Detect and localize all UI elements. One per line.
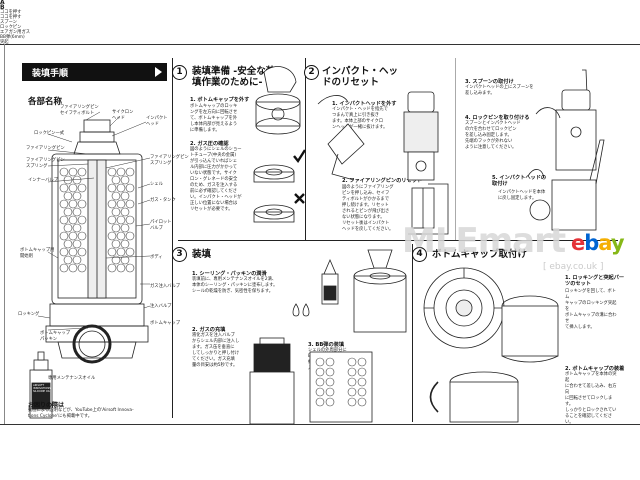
page-title: 装填手順 [32,69,69,79]
section1-label-a: A [0,0,5,6]
section2-step4-title: 4. ロックピンを取り付ける [465,115,530,121]
label-firing-pin-safety: ファイアリングピン セイフティボルト [60,105,99,116]
label-firing-pin-spring-right: ファイアリングピン スプリング [150,155,189,166]
label-gas-inlet: 注入バルブ [150,304,172,309]
section2-number: 2 [304,65,319,80]
label-firing-pin-spring: ファイアリングピン スプリング [26,158,65,169]
section2-spoon-illustration [527,69,605,231]
section1-step2-body: 図のようにシェルのショー トチューブ(中央の金属) が引っ込んでいればシェ ル内… [190,147,242,212]
section2-inner-divider [455,58,456,240]
section2-step4-body: スプーンとインパクトヘッド の穴を合わせてロックピン を差し込み固定します。 先… [465,121,521,150]
section1-title: 装填準備 -安全な装 填作業のために- [192,66,276,88]
label-cyclone-head: サイクロン ヘッド [112,110,134,121]
label-inner-valve: インナーバルブ [28,178,59,183]
ebay-logo-a: a [598,231,611,255]
section3-illustration [249,249,407,424]
page-top-border [0,44,640,45]
oil-bottle-label: AIRSOFT INNOVATIONS SILICONE OIL [33,384,51,393]
section3-step1-body: 装填前に、専用メンテナンスオイルを2滴、 本体のシーリング・パッキンに塗布します… [192,277,278,294]
ebay-logo: ebay [571,231,625,255]
section1-step1-body: ボトムキャップのロッキ ングを左方向に回転させ て、ボトムキャップを外 し本体内… [190,104,238,133]
section1-step1-title: 1. ボトムキャップを外す [190,97,250,103]
label-firing-pin: ファイアリングピン [26,146,65,151]
section3-gas-can-label: エアガン用ガス [0,30,31,35]
section2-spoon-label: スプーン [0,20,17,25]
watermark-text: MLEmart [402,221,566,261]
left-panel-divider [172,58,174,418]
section4-illustration [423,267,559,423]
section4-step1-body: ロッキングを回して、ボトム キャップのロッキング突起を ボトムキャップの溝に合わ… [565,289,617,330]
contact-heading: お困りの際は [28,402,65,409]
section2-illustration-hands [317,91,449,235]
label-maintenance-oil: 専用メンテナンスオイル [48,376,96,381]
section2-step2-title: 2. ファイアリングピンのリセット [342,178,423,184]
title-arrow-icon [155,67,162,77]
section4-number: 4 [412,247,427,262]
section1-illustration [253,66,306,223]
section4-step2-title: 2. ボトムキャップの装着 [565,366,625,372]
section3-bb-label: BB弾(6mm) [0,35,25,40]
section2-title: インパクト・ヘッ ドのリセット [322,66,399,88]
section2-step1-body: インパクト・ヘッドを指先で つまんで真上に引き抜き ます。本体上部のサイクロ ン… [332,107,388,130]
section2-lockpin-label: ロックピン [0,25,22,30]
section3-step1-title: 1. シーリング・パッキンの潤滑 [192,271,267,277]
label-impact-head: インパクト ヘッド [146,116,168,127]
contact-body: 動画による説明などが、YouTube上の'Airsoft Innova- tio… [28,408,134,419]
label-pilot-valve: パイロット バルブ [150,220,172,231]
label-bottom-cap: ボトムキャップ [150,321,181,326]
section2-step1-title: 1. インパクトヘッドを外す [332,101,397,107]
middle-divider [178,240,618,242]
label-bottom-cap-packing: ボトムキャップ パッキン [40,331,71,342]
section3-4-divider [412,244,414,422]
parts-title: 各部名称 [28,97,63,107]
section1-number: 1 [172,65,187,80]
section2-step3-title: 3. スプーンの取付け [465,79,514,85]
ebay-logo-y: y [610,231,625,255]
label-locking: ロッキング [18,312,40,317]
section3-step2-title: 2. ガスの充填 [192,327,226,333]
section1-step2-title: 2. ガス圧の確認 [190,141,229,147]
label-bottom-cap-seal: ボトムキャップ用 開始剤 [20,248,55,259]
section4-title: ボトムキャップ取付け [432,249,528,260]
section2-step5-title: 5. インパクトヘッドの 取付け [492,175,547,187]
section2-step3-body: インパクトヘッドの上にスプーンを 差し込みます。 [465,85,534,96]
section3-step2-body: 液化ガスを注入バルブ からシェル内部に注入し ます。ガス缶を垂直に してしっかり… [192,333,240,368]
page-bottom-border [0,424,640,425]
ebay-logo-e: e [571,231,585,255]
section3-number: 3 [172,247,187,262]
section4-step2-body: ボトムキャップを本体の突起 に合わせて差し込み、右方向 に回転させてロックします… [565,372,617,425]
section1-label-b: B [0,4,5,11]
ebay-logo-b: b [584,231,599,255]
section1-label-ng: ココを押す [0,15,22,20]
section4-step1-title: 1. ロッキングと突起パー ツのセット [565,275,625,287]
page-fold-left [4,44,5,424]
label-body: ボディ [150,255,163,260]
section1-label-ok: ココを押す [0,10,22,15]
watermark-subtext: [ ebay.co.uk ] [543,262,604,272]
grenade-cutaway-illustration [29,111,151,419]
label-shell: シェル [150,182,163,187]
section4-protrusion-label: 突起 [0,40,9,45]
label-lock-pin: ロックピン一式 [34,131,65,136]
label-gas-inlet-valve: ガス注入バルブ [150,284,181,289]
label-gas-tank: ガス・タンク [150,198,176,203]
section1-2-divider [305,58,307,240]
section3-step3-title: 3. BB弾の装填 [308,342,345,348]
section3-title: 装填 [192,249,212,260]
title-bar [22,63,167,81]
section2-step2-body: 図のようにファイアリング ピンを押し込み、セイフ ティボルトがかかるまで 押し続… [342,185,394,232]
section2-step5-body: インパクトヘッドを本体 に戻し固定します。 [498,190,546,201]
